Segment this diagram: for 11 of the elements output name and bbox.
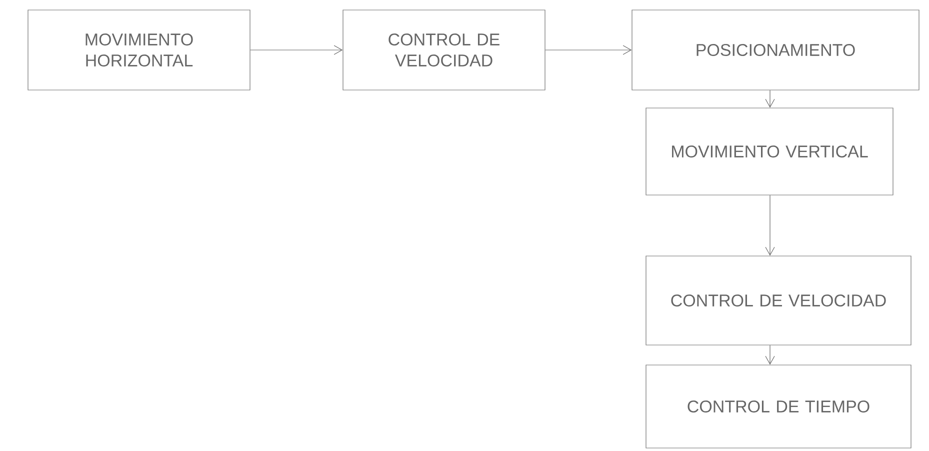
arrow — [765, 345, 775, 365]
arrow — [765, 195, 775, 256]
process-box: CONTROL DE VELOCIDAD — [342, 10, 546, 90]
process-box: CONTROL DE TIEMPO — [646, 364, 912, 448]
process-box: MOVIMIENTO VERTICAL — [646, 108, 894, 196]
arrow — [250, 45, 343, 55]
process-box: POSICIONAMIENTO — [632, 10, 920, 90]
arrow — [545, 45, 632, 55]
process-box: CONTROL DE VELOCIDAD — [646, 256, 912, 346]
arrow — [765, 90, 775, 108]
process-box: MOVIMIENTO HORIZONTAL — [28, 10, 250, 90]
